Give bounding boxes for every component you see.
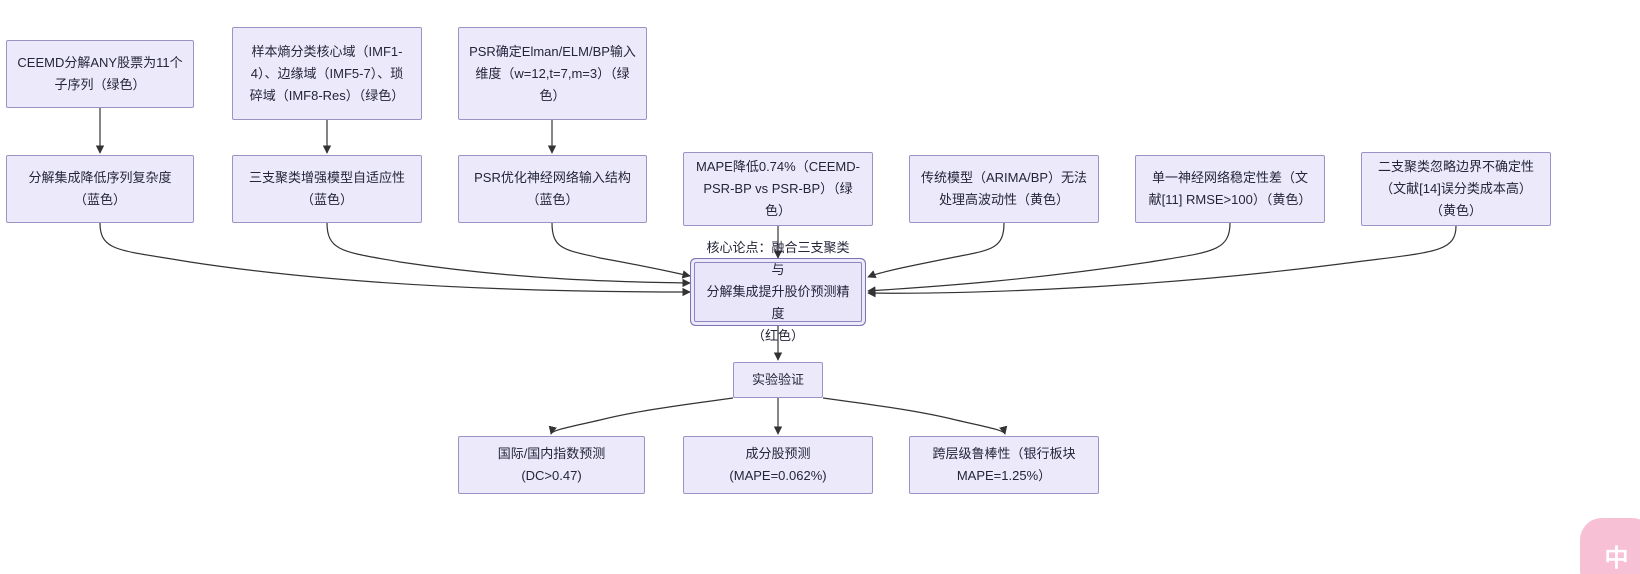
node-label: 传统模型（ARIMA/BP）无法 处理高波动性（黄色） [920, 170, 1088, 207]
edge-experiment-to-robust [822, 397, 1008, 435]
edge-experiment-to-index [548, 397, 734, 435]
node-label: PSR优化神经网络输入结构 （蓝色） [474, 170, 631, 207]
node-label: 样本熵分类核心域（IMF1- 4）、边缘域（IMF5-7）、琐 碎域（IMF8-… [249, 43, 405, 103]
node-label: 单一神经网络稳定性差（文 献[11] RMSE>100）（黄色） [1148, 170, 1312, 207]
edge-decompose-to-core [99, 222, 691, 297]
node-psr-benefit[interactable]: PSR优化神经网络输入结构 （蓝色） [458, 155, 647, 223]
node-label: 核心论点：融合三支聚类与 分解集成提升股价预测精度 （红色） [706, 240, 850, 343]
node-two-way-gap[interactable]: 二支聚类忽略边界不确定性 （文献[14]误分类成本高） （黄色） [1361, 152, 1551, 226]
node-label: 成分股预测 (MAPE=0.062%) [729, 446, 827, 483]
watermark-label: 中 [1604, 544, 1630, 572]
node-label: 三支聚类增强模型自适应性 （蓝色） [248, 170, 405, 207]
node-psr-dimension[interactable]: PSR确定Elman/ELM/BP输入 维度（w=12,t=7,m=3）（绿 色… [458, 27, 647, 120]
node-label: 二支聚类忽略边界不确定性 （文献[14]误分类成本高） （黄色） [1377, 159, 1534, 218]
node-cross-layer-robust[interactable]: 跨层级鲁棒性（银行板块 MAPE=1.25%） [909, 436, 1099, 494]
node-label: CEEMD分解ANY股票为11个 子序列（绿色） [17, 55, 183, 92]
edge-twoway-to-core [867, 225, 1457, 298]
node-label: 跨层级鲁棒性（银行板块 MAPE=1.25%） [932, 446, 1076, 483]
node-single-nn-gap[interactable]: 单一神经网络稳定性差（文 献[11] RMSE>100）（黄色） [1135, 155, 1325, 223]
node-label: 实验验证 [751, 372, 804, 387]
node-traditional-model-gap[interactable]: 传统模型（ARIMA/BP）无法 处理高波动性（黄色） [909, 155, 1099, 223]
node-index-forecast[interactable]: 国际/国内指数预测 (DC>0.47) [458, 436, 645, 494]
node-core-claim[interactable]: 核心论点：融合三支聚类与 分解集成提升股价预测精度 （红色） [694, 240, 862, 343]
node-label: 分解集成降低序列复杂度 （蓝色） [28, 170, 172, 207]
node-decompose-benefit[interactable]: 分解集成降低序列复杂度 （蓝色） [6, 155, 194, 223]
node-ceemd-decompose[interactable]: CEEMD分解ANY股票为11个 子序列（绿色） [6, 40, 194, 108]
edge-psrbenefit-to-core [551, 222, 691, 279]
watermark-badge: 中 [1580, 518, 1640, 574]
node-sample-entropy[interactable]: 样本熵分类核心域（IMF1- 4）、边缘域（IMF5-7）、琐 碎域（IMF8-… [232, 27, 422, 120]
node-constituent-forecast[interactable]: 成分股预测 (MAPE=0.062%) [683, 436, 873, 494]
node-mape-evidence[interactable]: MAPE降低0.74%（CEEMD- PSR-BP vs PSR-BP）（绿 色… [683, 152, 873, 226]
edge-traditional-to-core [867, 222, 1005, 278]
node-label: 国际/国内指数预测 (DC>0.47) [497, 446, 606, 483]
edge-threeway-to-core [326, 222, 691, 288]
edge-singlenn-to-core [867, 222, 1231, 295]
node-label: MAPE降低0.74%（CEEMD- PSR-BP vs PSR-BP）（绿 色… [696, 159, 860, 218]
node-label: PSR确定Elman/ELM/BP输入 维度（w=12,t=7,m=3）（绿 色… [469, 43, 636, 103]
node-experiment-validation[interactable]: 实验验证 [733, 362, 823, 398]
node-three-way-benefit[interactable]: 三支聚类增强模型自适应性 （蓝色） [232, 155, 422, 223]
